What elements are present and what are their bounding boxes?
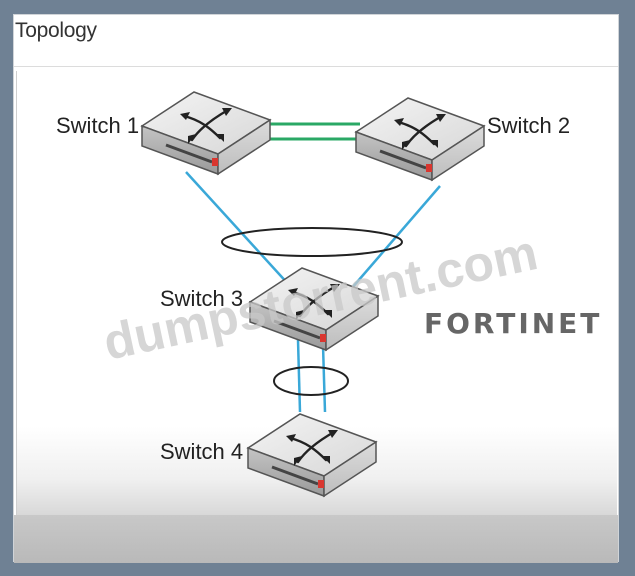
page-title: Topology	[15, 19, 97, 42]
brand-text: FORTINET	[424, 307, 602, 340]
lag-ring-upper	[221, 227, 403, 257]
link-switch3-switch4	[296, 339, 327, 413]
switch-4[interactable]	[246, 412, 378, 498]
panel-header: Topology	[14, 15, 618, 67]
switch-1[interactable]	[140, 90, 272, 176]
link-switch2-switch3	[344, 185, 441, 297]
fortinet-logo: FORTINET	[424, 307, 602, 340]
switch-2[interactable]	[354, 96, 486, 182]
switch-3-label: Switch 3	[160, 286, 243, 311]
panel-footer	[14, 515, 618, 563]
link-switch1-switch3	[185, 171, 291, 287]
switch-1-label: Switch 1	[56, 113, 139, 138]
link-switch1-switch2	[253, 122, 360, 141]
switch-4-label: Switch 4	[160, 439, 243, 464]
switch-2-label: Switch 2	[487, 113, 570, 138]
lag-ring-lower	[273, 366, 349, 396]
